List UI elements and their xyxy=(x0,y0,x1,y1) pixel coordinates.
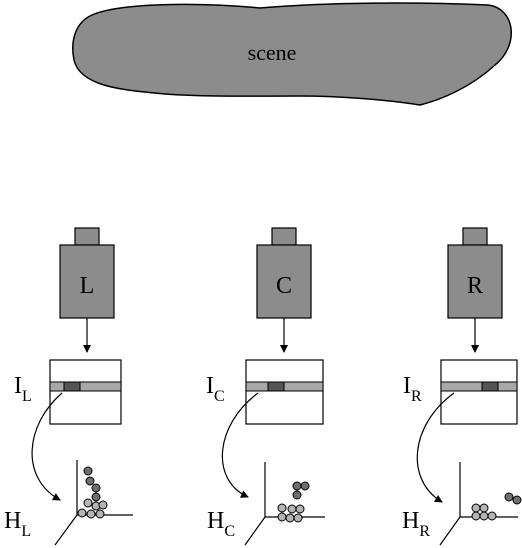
histogram-center xyxy=(244,462,325,546)
camera-left-group: L IL HL xyxy=(4,227,133,546)
hist-arrow-center xyxy=(221,392,259,498)
image-label-center: IC xyxy=(206,373,225,405)
hist-label-center: HC xyxy=(207,508,235,540)
hist-arrow-right xyxy=(416,392,455,503)
image-label-right: IR xyxy=(403,373,422,405)
image-label-left: IL xyxy=(14,373,32,405)
camera-right-label: R xyxy=(467,273,483,299)
hist-label-left: HL xyxy=(4,508,31,540)
hist-label-right: HR xyxy=(402,508,430,540)
histogram-right xyxy=(439,462,522,546)
camera-right-group: R IR HR xyxy=(402,227,522,546)
scanline-window-right xyxy=(481,381,499,392)
camera-center-icon: C xyxy=(256,227,312,319)
camera-left-icon: L xyxy=(59,227,115,319)
image-plane-right xyxy=(440,359,518,425)
image-plane-left xyxy=(49,359,122,425)
camera-center-group: C IC HC xyxy=(206,227,325,546)
hist-arrow-left xyxy=(31,392,63,501)
scanline-window-center xyxy=(267,381,285,392)
scene-label: scene xyxy=(248,40,297,65)
scene-blob: scene xyxy=(72,2,512,106)
camera-right-icon: R xyxy=(447,227,503,319)
camera-left-label: L xyxy=(80,273,95,299)
camera-center-label: C xyxy=(276,273,292,299)
scanline-window-left xyxy=(63,381,81,392)
histogram-left xyxy=(54,460,133,546)
image-plane-center xyxy=(245,359,324,425)
